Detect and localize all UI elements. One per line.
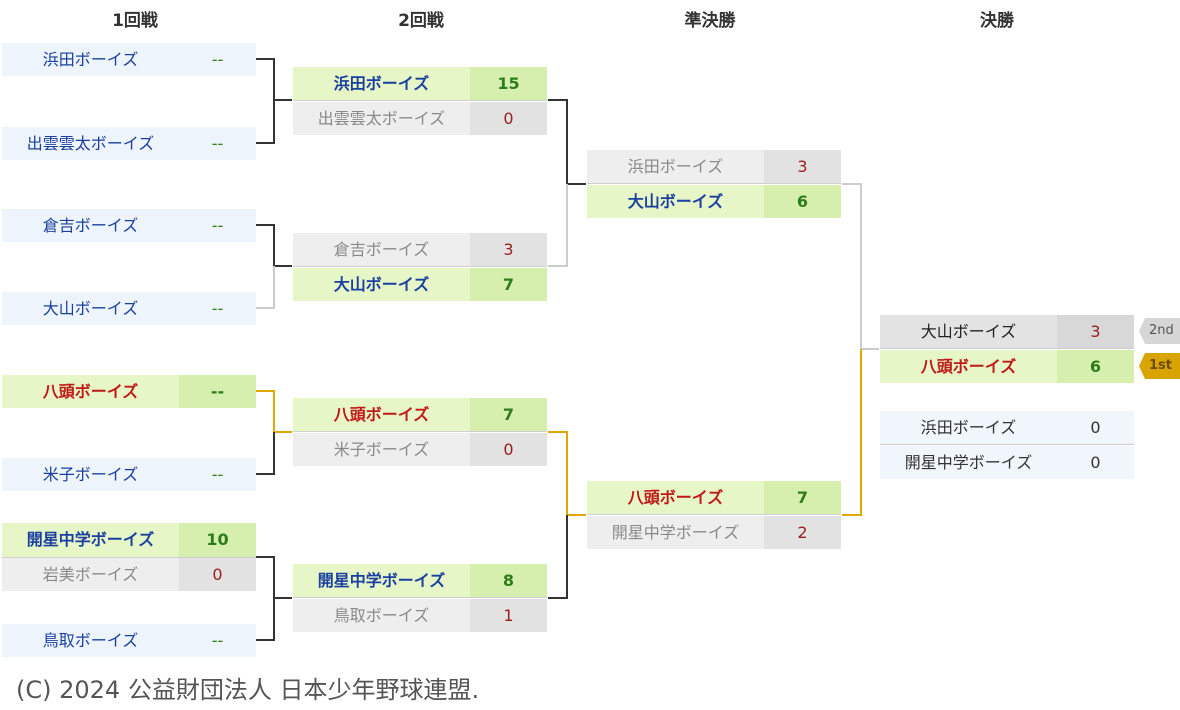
team-score: 1 xyxy=(470,599,547,632)
team-score: 10 xyxy=(179,523,256,557)
connector-sf-m1 xyxy=(842,183,879,350)
team-row[interactable]: 八頭ボーイズ 7 xyxy=(293,398,547,432)
team-row[interactable]: 浜田ボーイズ -- xyxy=(2,43,256,76)
header-final: 決勝 xyxy=(980,11,1014,31)
team-name: 米子ボーイズ xyxy=(42,465,139,484)
team-row[interactable]: 出雲雲太ボーイズ -- xyxy=(2,127,256,160)
header-semifinal: 準決勝 xyxy=(684,11,736,31)
team-row[interactable]: 大山ボーイズ 3 xyxy=(880,315,1134,349)
team-name: 岩美ボーイズ xyxy=(42,565,139,584)
team-name: 浜田ボーイズ xyxy=(920,418,1017,437)
connector-sf-m2 xyxy=(842,349,862,516)
connector-r1-m6 xyxy=(256,432,275,475)
connector-r1-m2 xyxy=(256,100,275,144)
team-row[interactable]: 倉吉ボーイズ -- xyxy=(2,209,256,242)
team-name: 倉吉ボーイズ xyxy=(333,240,430,259)
team-score: 6 xyxy=(764,185,841,218)
team-row[interactable]: 浜田ボーイズ 0 xyxy=(880,411,1134,445)
team-row[interactable]: 米子ボーイズ 0 xyxy=(293,433,547,466)
team-row[interactable]: 大山ボーイズ -- xyxy=(2,292,256,325)
connector-r1-m8 xyxy=(256,598,275,641)
team-name: 開星中学ボーイズ xyxy=(26,530,155,549)
team-name: 開星中学ボーイズ xyxy=(611,523,740,542)
team-name: 開星中学ボーイズ xyxy=(904,453,1033,472)
team-row[interactable]: 米子ボーイズ -- xyxy=(2,458,256,491)
team-row[interactable]: 開星中学ボーイズ 8 xyxy=(293,564,547,598)
team-score: -- xyxy=(211,465,224,484)
team-name: 大山ボーイズ xyxy=(627,192,724,211)
team-row[interactable]: 浜田ボーイズ 3 xyxy=(587,150,841,184)
connector-r1-m4 xyxy=(256,266,275,309)
connector-r2-m2 xyxy=(548,184,568,267)
connector-r1-m7 xyxy=(256,556,292,599)
team-name: 八頭ボーイズ xyxy=(333,405,430,424)
team-score: -- xyxy=(211,50,224,69)
team-name: 大山ボーイズ xyxy=(920,322,1017,341)
team-name: 浜田ボーイズ xyxy=(333,74,430,93)
team-row[interactable]: 浜田ボーイズ 15 xyxy=(293,67,547,101)
team-row[interactable]: 八頭ボーイズ 6 xyxy=(880,350,1134,383)
team-name: 大山ボーイズ xyxy=(333,275,430,294)
team-score: 2 xyxy=(764,516,841,549)
team-score: 0 xyxy=(470,433,547,466)
team-score: -- xyxy=(211,631,224,650)
connector-r1-m3 xyxy=(256,224,292,267)
team-score: 3 xyxy=(764,150,841,183)
team-name: 八頭ボーイズ xyxy=(920,357,1017,376)
team-score: 6 xyxy=(1057,350,1134,383)
team-row[interactable]: 大山ボーイズ 6 xyxy=(587,185,841,218)
header-round-1: 1回戦 xyxy=(112,11,158,31)
team-row[interactable]: 八頭ボーイズ 7 xyxy=(587,481,841,515)
team-score: 0 xyxy=(179,558,256,591)
connector-r1-m5 xyxy=(256,390,292,433)
copyright-footer: (C) 2024 公益財団法人 日本少年野球連盟. xyxy=(16,676,480,704)
team-score: -- xyxy=(211,134,224,153)
team-row[interactable]: 倉吉ボーイズ 3 xyxy=(293,233,547,267)
second-place-badge: 2nd xyxy=(1139,318,1180,344)
team-score: -- xyxy=(179,375,256,408)
team-name: 八頭ボーイズ xyxy=(627,488,724,507)
team-score: -- xyxy=(211,299,224,318)
team-name: 浜田ボーイズ xyxy=(42,50,139,69)
header-round-2: 2回戦 xyxy=(398,11,444,31)
team-name: 鳥取ボーイズ xyxy=(42,631,139,650)
team-row[interactable]: 鳥取ボーイズ -- xyxy=(2,624,256,657)
team-score: 0 xyxy=(470,102,547,135)
team-score: 7 xyxy=(470,398,547,431)
team-name: 米子ボーイズ xyxy=(333,440,430,459)
team-score: -- xyxy=(211,216,224,235)
team-score: 0 xyxy=(1090,418,1101,437)
team-row[interactable]: 開星中学ボーイズ 10 xyxy=(2,523,256,558)
team-row[interactable]: 開星中学ボーイズ 2 xyxy=(587,516,841,549)
connector-r2-m4 xyxy=(548,515,568,599)
first-place-badge: 1st xyxy=(1139,353,1180,379)
team-score: 0 xyxy=(1090,453,1101,472)
team-score: 7 xyxy=(470,268,547,301)
team-row[interactable]: 八頭ボーイズ -- xyxy=(2,375,256,408)
team-name: 出雲雲太ボーイズ xyxy=(317,109,446,128)
team-row[interactable]: 開星中学ボーイズ 0 xyxy=(880,446,1134,479)
team-row[interactable]: 鳥取ボーイズ 1 xyxy=(293,599,547,632)
team-name: 大山ボーイズ xyxy=(42,299,139,318)
connector-r1-m1 xyxy=(256,58,292,101)
team-score: 8 xyxy=(470,564,547,597)
team-row[interactable]: 大山ボーイズ 7 xyxy=(293,268,547,301)
team-name: 八頭ボーイズ xyxy=(42,382,139,401)
team-score: 15 xyxy=(470,67,547,100)
team-name: 浜田ボーイズ xyxy=(627,157,724,176)
team-name: 倉吉ボーイズ xyxy=(42,216,139,235)
team-score: 7 xyxy=(764,481,841,514)
connector-r2-m3 xyxy=(548,431,586,516)
team-name: 開星中学ボーイズ xyxy=(317,571,446,590)
team-score: 3 xyxy=(1057,315,1134,348)
team-name: 鳥取ボーイズ xyxy=(333,606,430,625)
team-row[interactable]: 出雲雲太ボーイズ 0 xyxy=(293,102,547,135)
connector-r2-m1 xyxy=(548,99,586,185)
team-row[interactable]: 岩美ボーイズ 0 xyxy=(2,558,256,591)
team-score: 3 xyxy=(470,233,547,266)
team-name: 出雲雲太ボーイズ xyxy=(26,134,155,153)
